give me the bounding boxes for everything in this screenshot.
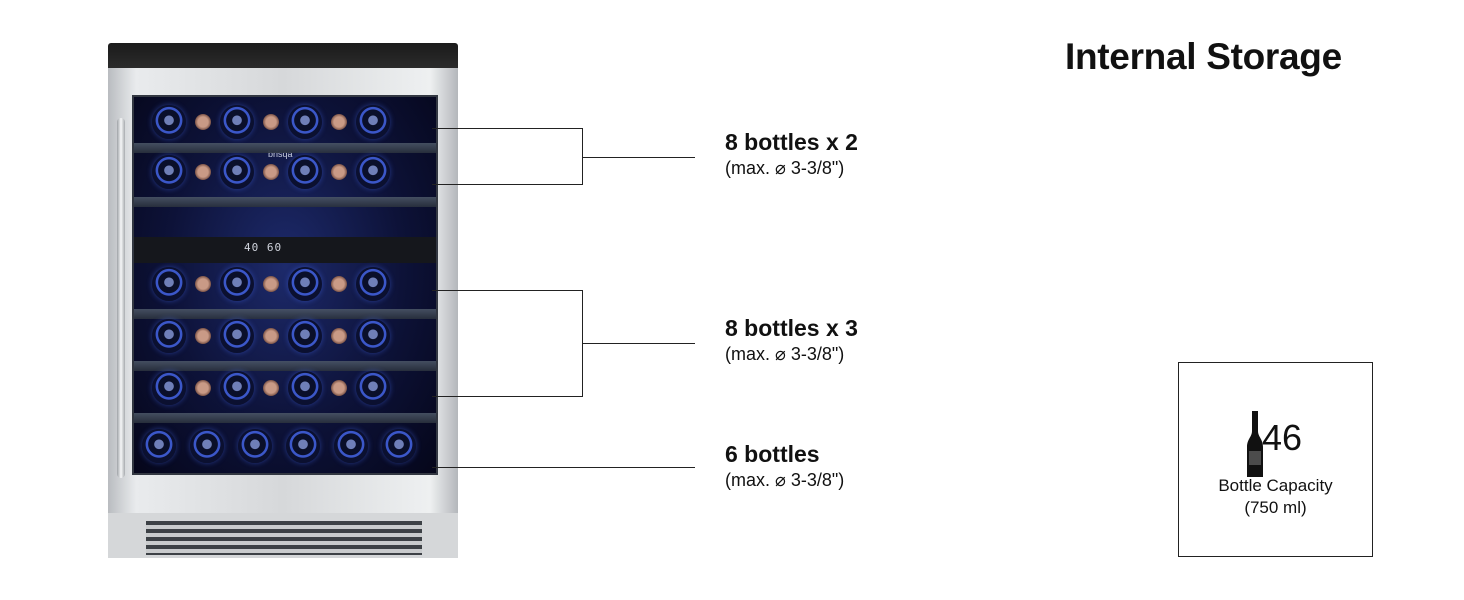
wine-bottle: [356, 155, 390, 189]
wine-bottle-cork: [195, 164, 211, 180]
capacity-label: Bottle Capacity (750 ml): [1179, 475, 1372, 519]
leader-line: [432, 290, 583, 291]
leader-line: [582, 157, 695, 158]
wine-bottle-cork: [331, 276, 347, 292]
wine-shelf: [134, 197, 436, 207]
wine-bottle: [142, 429, 176, 463]
wine-bottle: [356, 371, 390, 405]
capacity-box: 46 Bottle Capacity (750 ml): [1178, 362, 1373, 557]
wine-bottle: [286, 429, 320, 463]
wine-bottle: [382, 429, 416, 463]
wine-bottle-cork: [263, 164, 279, 180]
wine-bottle: [220, 105, 254, 139]
wine-bottle-cork: [195, 380, 211, 396]
wine-bottle: [152, 319, 186, 353]
wine-bottle-cork: [195, 276, 211, 292]
wine-bottle: [152, 267, 186, 301]
temperature-display: 40 60: [244, 241, 283, 254]
wine-shelf: [134, 309, 436, 319]
leader-line: [432, 184, 583, 185]
wine-bottle-cork: [195, 328, 211, 344]
wine-bottle: [152, 105, 186, 139]
wine-bottle-cork: [263, 380, 279, 396]
leader-line: [432, 128, 583, 129]
section-diameter: (max. ⌀ 3-3/8"): [725, 158, 845, 178]
wine-bottle: [220, 319, 254, 353]
section-capacity: 8 bottles x 3: [725, 315, 858, 341]
wine-shelf: [134, 361, 436, 371]
section-label: 8 bottles x 2 (max. ⌀ 3-3/8"): [725, 128, 858, 180]
wine-bottle: [288, 319, 322, 353]
wine-bottle: [152, 371, 186, 405]
brand-label: brisqa: [268, 149, 293, 159]
section-diameter: (max. ⌀ 3-3/8"): [725, 470, 845, 490]
wine-bottle: [190, 429, 224, 463]
section-label: 6 bottles (max. ⌀ 3-3/8"): [725, 440, 844, 492]
section-diameter: (max. ⌀ 3-3/8"): [725, 344, 845, 364]
vent-grille: [146, 521, 422, 555]
leader-line: [582, 128, 583, 185]
glass-door: brisqa 40 60: [132, 95, 438, 475]
capacity-figure: 46: [1179, 411, 1372, 477]
wine-bottle-cork: [263, 328, 279, 344]
capacity-label-line1: Bottle Capacity: [1218, 476, 1333, 495]
section-capacity: 8 bottles x 2: [725, 129, 858, 155]
wine-bottle-icon: [1247, 411, 1263, 477]
door-handle: [117, 118, 125, 478]
wine-bottle: [288, 155, 322, 189]
wine-bottle: [152, 155, 186, 189]
wine-fridge-image: brisqa 40 60: [108, 43, 458, 558]
wine-bottle-cork: [263, 276, 279, 292]
wine-bottle: [356, 267, 390, 301]
wine-shelf: [134, 143, 436, 153]
control-panel: 40 60: [134, 237, 436, 263]
wine-bottle: [220, 267, 254, 301]
capacity-label-line2: (750 ml): [1244, 498, 1307, 517]
leader-line: [432, 467, 695, 468]
wine-shelf: [134, 413, 436, 423]
capacity-number: 46: [1262, 417, 1303, 458]
wine-bottle: [288, 105, 322, 139]
leader-line: [582, 343, 695, 344]
wine-bottle: [288, 371, 322, 405]
wine-bottle: [220, 371, 254, 405]
wine-bottle-cork: [331, 328, 347, 344]
wine-bottle: [220, 155, 254, 189]
wine-bottle-cork: [263, 114, 279, 130]
section-label: 8 bottles x 3 (max. ⌀ 3-3/8"): [725, 314, 858, 366]
leader-line: [432, 396, 583, 397]
wine-bottle: [356, 105, 390, 139]
fridge-top: [108, 43, 458, 70]
wine-bottle: [288, 267, 322, 301]
page-title: Internal Storage: [1065, 36, 1342, 77]
wine-bottle: [334, 429, 368, 463]
section-capacity: 6 bottles: [725, 441, 820, 467]
wine-bottle: [356, 319, 390, 353]
wine-bottle-cork: [195, 114, 211, 130]
wine-bottle-cork: [331, 164, 347, 180]
wine-bottle-cork: [331, 380, 347, 396]
wine-bottle-cork: [331, 114, 347, 130]
wine-bottle: [238, 429, 272, 463]
